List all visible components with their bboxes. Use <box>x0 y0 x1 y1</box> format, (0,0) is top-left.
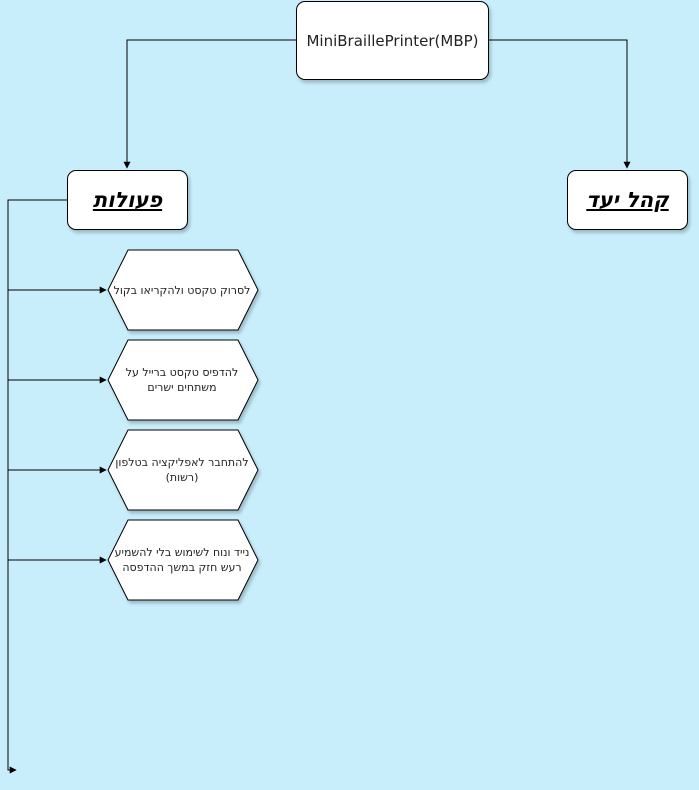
action-item-3-label: להתחבר לאפליקציה בטלפון (רשות) <box>115 456 249 484</box>
action-item-2-label: להדפיס טקסט ברייל על משתחים ישרים <box>125 366 239 394</box>
connector-root-to-audience <box>489 39 631 169</box>
action-item-3[interactable]: להתחבר לאפליקציה בטלפון (רשות) <box>112 430 252 510</box>
actions-node-label: פעולות <box>92 188 163 212</box>
root-node[interactable]: MiniBraillePrinter(MBP) <box>296 1 489 80</box>
audience-node-label: קהל יעד <box>586 188 669 212</box>
action-hexagon-3 <box>107 429 259 511</box>
action-hexagon-1 <box>107 249 259 331</box>
action-hexagon-4 <box>107 519 259 601</box>
action-item-4-label: נייד ונוח לשימוש בלי להשמיע רעש חזק במשך… <box>114 546 250 574</box>
connector-root-to-actions <box>123 39 296 169</box>
root-node-label: MiniBraillePrinter(MBP) <box>306 31 479 50</box>
action-hexagon-2 <box>107 339 259 421</box>
audience-node[interactable]: קהל יעד <box>567 170 688 230</box>
action-item-1-label: לסרוק טקסט ולהקריאו בקול <box>113 283 251 297</box>
actions-node[interactable]: פעולות <box>67 170 188 230</box>
action-item-1[interactable]: לסרוק טקסט ולהקריאו בקול <box>112 250 252 330</box>
action-item-4[interactable]: נייד ונוח לשימוש בלי להשמיע רעש חזק במשך… <box>112 520 252 600</box>
action-item-2[interactable]: להדפיס טקסט ברייל על משתחים ישרים <box>112 340 252 420</box>
actions-spine-line <box>7 199 67 774</box>
